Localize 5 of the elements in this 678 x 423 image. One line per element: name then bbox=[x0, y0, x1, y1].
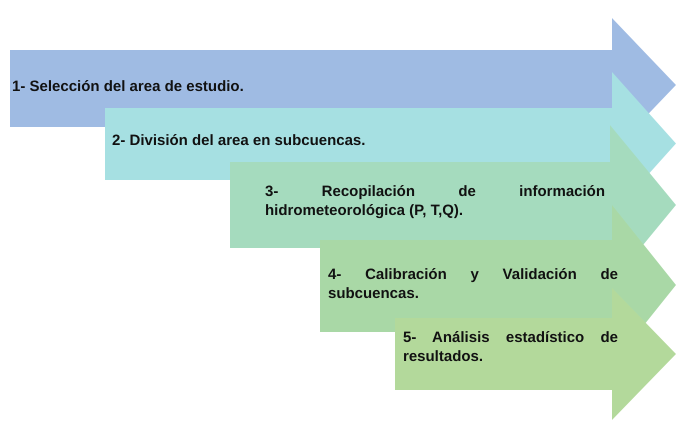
step-label: 4- Calibración y Validación de subcuencas. bbox=[328, 265, 618, 303]
step-label: 2- División del area en subcuencas. bbox=[112, 131, 366, 150]
step-label: 3- Recopilación de información hidrometeorológica (P, T,Q). bbox=[265, 182, 605, 220]
step-label: 5- Análisis estadístico de resultados. bbox=[403, 328, 618, 366]
step-label: 1- Selección del area de estudio. bbox=[12, 77, 245, 96]
